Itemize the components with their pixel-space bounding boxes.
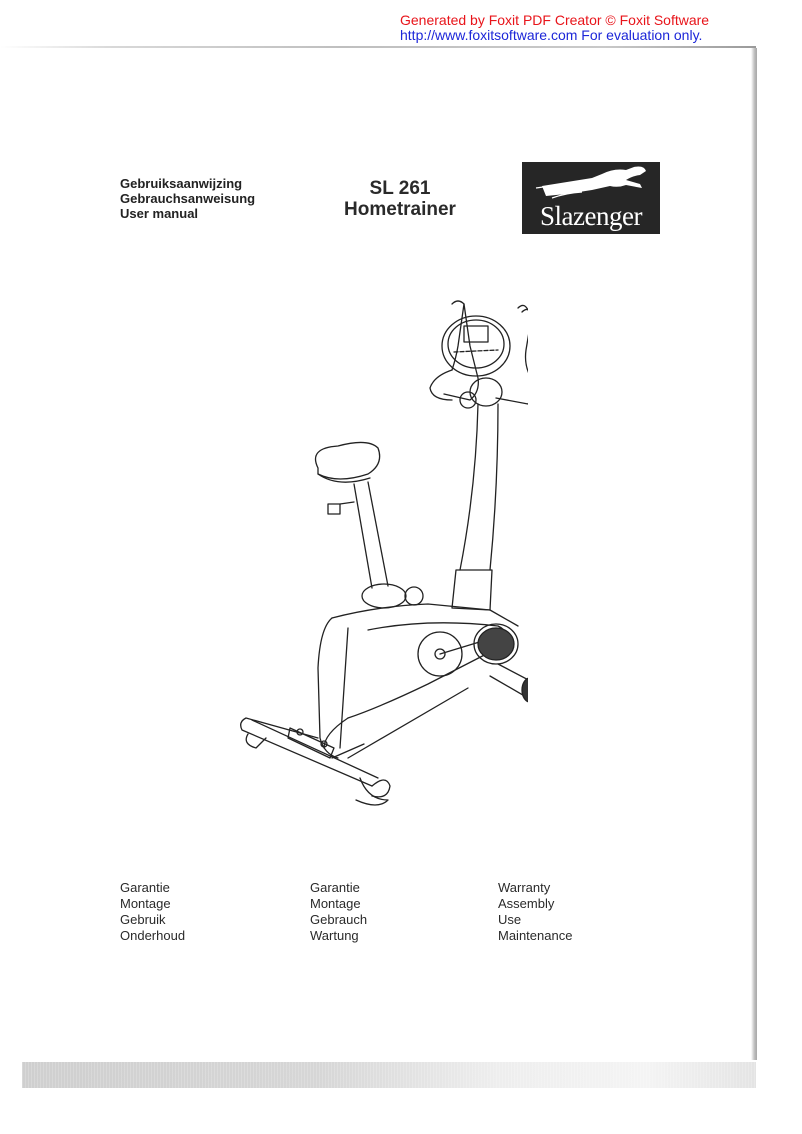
contents-item: Onderhoud — [120, 928, 186, 943]
leaping-panther-icon — [535, 166, 646, 199]
foxit-watermark: Generated by Foxit PDF Creator © Foxit S… — [400, 12, 710, 43]
contents-dutch: Garantie Montage Gebruik Onderhoud — [120, 880, 185, 944]
exercise-bike-illustration — [240, 300, 528, 806]
product-name: Hometrainer — [344, 199, 456, 220]
brand-name: Slazenger — [540, 201, 642, 231]
contents-item: Montage — [120, 896, 171, 911]
contents-item: Montage — [310, 896, 361, 911]
watermark-line-2: http://www.foxitsoftware.com For evaluat… — [400, 27, 703, 43]
title-dutch: Gebruiksaanwijzing — [120, 176, 243, 191]
manual-language-titles: Gebruiksaanwijzing Gebrauchsanweisung Us… — [120, 176, 255, 221]
title-german: Gebrauchsanweisung — [120, 191, 256, 206]
contents-english: Warranty Assembly Use Maintenance — [498, 880, 572, 944]
product-title: SL 261 Hometrainer — [330, 178, 470, 220]
contents-item: Assembly — [498, 896, 555, 911]
contents-item: Use — [498, 912, 522, 927]
watermark-line-1: Generated by Foxit PDF Creator © Foxit S… — [400, 12, 710, 28]
scan-edge-right — [751, 48, 757, 1060]
title-english: User manual — [120, 206, 199, 221]
contents-item: Gebrauch — [310, 912, 368, 927]
contents-item: Warranty — [498, 880, 551, 895]
contents-item: Garantie — [310, 880, 360, 895]
scan-edge-bottom — [22, 1062, 756, 1088]
scan-edge-top — [0, 46, 756, 48]
contents-item: Garantie — [120, 880, 170, 895]
contents-item: Maintenance — [498, 928, 573, 943]
contents-item: Wartung — [310, 928, 359, 943]
model-number: SL 261 — [369, 178, 431, 199]
contents-german: Garantie Montage Gebrauch Wartung — [310, 880, 367, 944]
contents-item: Gebruik — [120, 912, 166, 927]
slazenger-logo: Slazenger — [522, 162, 660, 234]
